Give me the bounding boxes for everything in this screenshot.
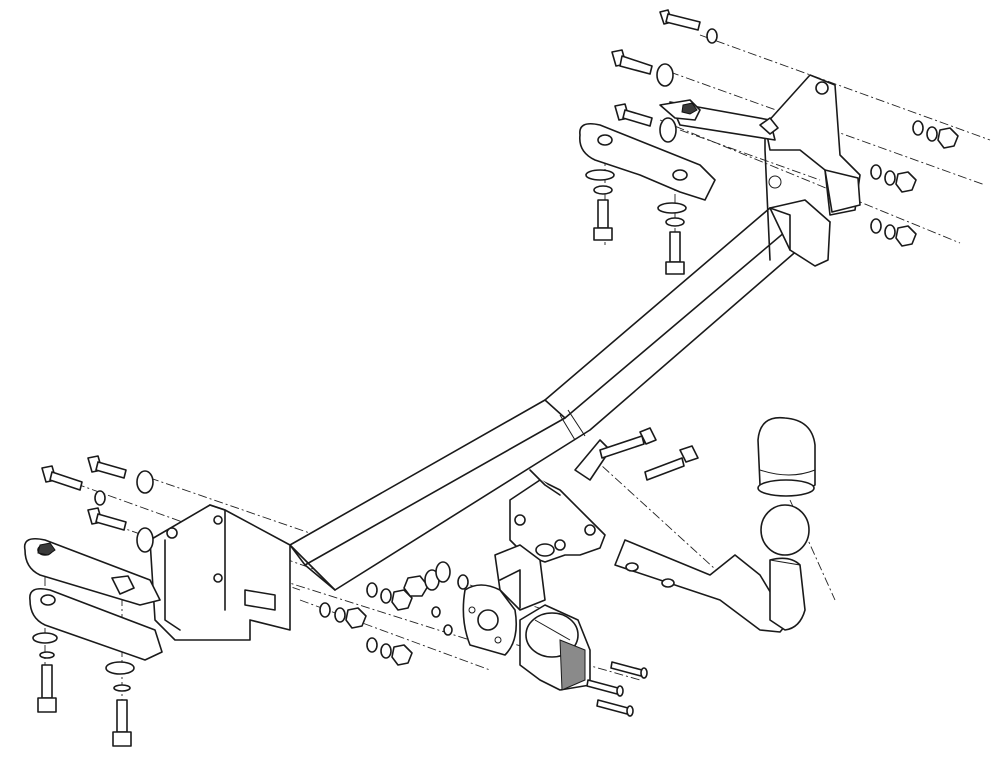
center-bolts: [599, 427, 699, 481]
right-mounting-plate: [578, 99, 716, 201]
left-mounting-plates: [23, 537, 163, 661]
socket-screws: [586, 661, 648, 717]
tow-ball-neck: [614, 504, 810, 633]
right-top-fasteners: [585, 9, 959, 275]
socket-plate: [462, 544, 546, 656]
left-fasteners: [32, 455, 154, 747]
main-cross-beam: [289, 199, 831, 591]
center-fasteners: [319, 561, 469, 666]
electrical-socket: [519, 604, 591, 691]
tow-ball-cap: [757, 416, 816, 497]
left-side-bracket: [149, 504, 291, 641]
